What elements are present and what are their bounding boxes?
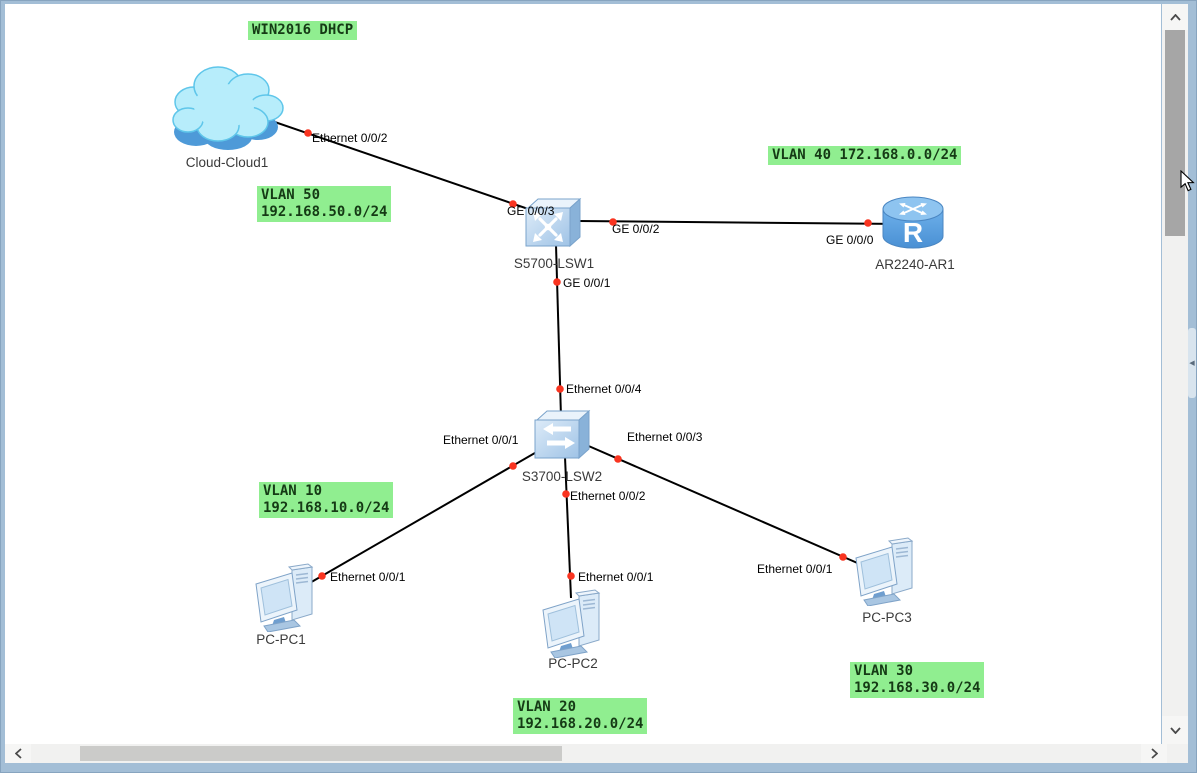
chevron-down-icon	[1169, 726, 1181, 734]
vertical-scrollbar[interactable]	[1162, 4, 1188, 744]
mouse-cursor	[1180, 170, 1195, 192]
chevron-right-icon	[1150, 748, 1158, 759]
panel-collapse-handle[interactable]: ◀	[1188, 328, 1196, 398]
horizontal-scrollbar-thumb[interactable]	[80, 746, 562, 761]
scroll-down-button[interactable]	[1162, 716, 1188, 744]
scroll-left-button[interactable]	[5, 744, 31, 763]
topology-canvas[interactable]	[5, 4, 1161, 744]
chevron-up-icon	[1169, 13, 1181, 21]
scroll-up-button[interactable]	[1162, 4, 1188, 30]
scroll-right-button[interactable]	[1141, 744, 1167, 763]
chevron-left-icon	[14, 748, 22, 759]
vertical-scrollbar-thumb[interactable]	[1165, 30, 1185, 236]
scrollbar-corner	[1167, 744, 1188, 763]
horizontal-scrollbar[interactable]	[5, 744, 1167, 763]
